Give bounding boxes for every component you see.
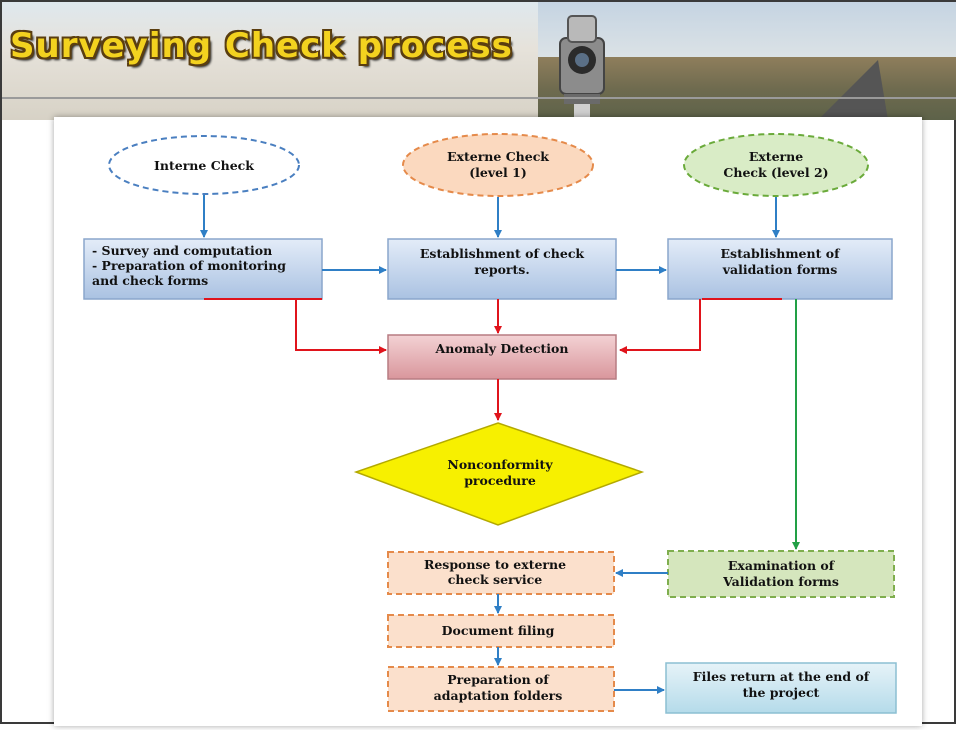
- externe-check-2-line2: Check (level 2): [723, 165, 828, 180]
- flowchart-canvas: Interne Check Externe Check (level 1) Ex…: [54, 117, 922, 726]
- validation-forms-box: Establishment of validation forms: [667, 238, 893, 300]
- anomaly-label: Anomaly Detection: [435, 341, 569, 356]
- arrow-validation-to-anomaly: [619, 299, 701, 354]
- files-return-line1: Files return at the end of: [693, 669, 871, 684]
- validation-forms-line1: Establishment of: [721, 246, 842, 261]
- arrow-survey-to-anomaly: [295, 299, 387, 354]
- response-line2: check service: [448, 572, 542, 587]
- examination-box: Examination of Validation forms: [667, 550, 895, 598]
- adaptation-folders-box: Preparation of adaptation folders: [387, 666, 615, 712]
- externe-check-1-line2: (level 1): [469, 165, 527, 180]
- validation-forms-line2: validation forms: [722, 262, 838, 277]
- banner-sky: [538, 2, 956, 62]
- externe-check-1-oval: Externe Check (level 1): [402, 133, 594, 197]
- slide-title: Surveying Check process: [10, 26, 513, 66]
- check-reports-line1: Establishment of check: [420, 246, 585, 261]
- check-reports-line2: reports.: [474, 262, 529, 277]
- examination-line2: Validation forms: [722, 574, 839, 589]
- document-filing-box: Document filing: [387, 614, 615, 648]
- survey-line1: - Survey and computation: [92, 243, 272, 258]
- flowchart: Interne Check Externe Check (level 1) Ex…: [83, 133, 897, 714]
- banner-divider: [2, 97, 956, 99]
- header-banner: Surveying Check process: [2, 2, 956, 120]
- anomaly-detection-box: Anomaly Detection: [387, 334, 617, 380]
- survey-line3: and check forms: [92, 273, 208, 288]
- examination-line1: Examination of: [728, 558, 836, 573]
- externe-check-1-line1: Externe Check: [447, 149, 549, 164]
- adaptation-line1: Preparation of: [447, 672, 550, 687]
- interne-check-oval: Interne Check: [108, 135, 300, 195]
- externe-check-2-oval: Externe Check (level 2): [683, 133, 869, 197]
- nonconformity-diamond: Nonconformity procedure: [353, 422, 645, 526]
- adaptation-line2: adaptation folders: [434, 688, 563, 703]
- total-station-icon: [559, 15, 605, 120]
- response-line1: Response to externe: [424, 557, 566, 572]
- check-reports-box: Establishment of check reports.: [387, 238, 617, 300]
- externe-check-2-line1: Externe: [749, 149, 803, 164]
- files-return-box: Files return at the end of the project: [665, 662, 897, 714]
- response-box: Response to externe check service: [387, 551, 615, 595]
- survey-computation-box: - Survey and computation - Preparation o…: [83, 238, 323, 300]
- files-return-line2: the project: [743, 685, 820, 700]
- document-filing-label: Document filing: [442, 623, 555, 638]
- survey-line2: - Preparation of monitoring: [92, 258, 286, 273]
- nonconformity-line1: Nonconformity: [447, 457, 553, 472]
- interne-check-label: Interne Check: [154, 158, 254, 173]
- nonconformity-line2: procedure: [464, 473, 536, 488]
- banner-road: [818, 60, 888, 120]
